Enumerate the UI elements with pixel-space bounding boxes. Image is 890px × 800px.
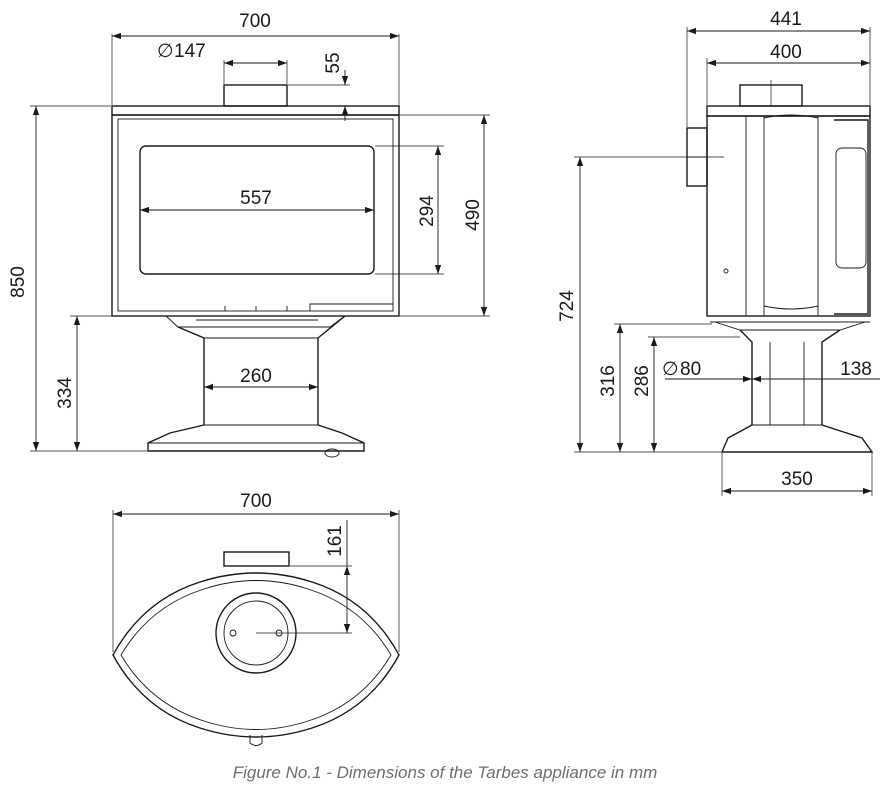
base-depth-label: 350 — [781, 469, 813, 490]
air-inlet-diameter-dimension: ∅ 80 — [662, 358, 752, 383]
flue-diameter-label: 147 — [174, 41, 206, 62]
air-inlet-offset-label: 138 — [840, 359, 872, 380]
flue-height-dimension: 55 — [288, 52, 400, 121]
pedestal-height-dimension: 334 — [55, 315, 165, 451]
outlet-height-inner-label: 286 — [632, 365, 653, 397]
side-overall-depth-label: 441 — [770, 9, 802, 30]
front-width-label: 700 — [239, 11, 271, 32]
side-view: 441 400 724 316 286 — [557, 9, 880, 496]
flue-center-height-dimension: 724 — [557, 156, 724, 453]
front-width-dimension: 700 — [111, 11, 400, 105]
glass-height-dimension: 294 — [375, 145, 444, 275]
air-inlet-diameter-symbol: ∅ — [662, 358, 679, 380]
front-view: 700 ∅ 147 55 850 334 — [8, 11, 490, 458]
pedestal-height-label: 334 — [55, 377, 76, 409]
side-view-outline — [686, 84, 874, 453]
total-height-dimension: 850 — [8, 105, 147, 452]
total-height-label: 850 — [8, 266, 29, 298]
outlet-height-outer-dimension: 316 — [598, 323, 712, 452]
figure-caption: Figure No.1 - Dimensions of the Tarbes a… — [232, 763, 658, 782]
top-width-dimension: 700 — [112, 491, 400, 652]
flue-center-height-label: 724 — [557, 290, 578, 322]
outlet-height-inner-dimension: 286 — [632, 336, 740, 452]
glass-height-label: 294 — [417, 195, 438, 227]
body-height-dimension: 490 — [400, 114, 490, 317]
top-view: 700 161 — [112, 491, 400, 746]
side-body-depth-dimension: 400 — [706, 42, 870, 105]
top-view-outline — [112, 551, 400, 746]
pedestal-width-label: 260 — [240, 366, 272, 387]
air-inlet-diameter-label: 80 — [680, 359, 701, 380]
flue-offset-dimension: 161 — [256, 520, 352, 634]
side-overall-depth-dimension: 441 — [686, 9, 871, 127]
glass-width-dimension: 557 — [140, 188, 374, 214]
air-inlet-offset-dimension: 138 — [752, 359, 880, 383]
front-view-outline — [111, 84, 400, 458]
flue-diameter-dimension: ∅ 147 — [157, 40, 288, 84]
body-height-label: 490 — [463, 199, 484, 231]
glass-width-label: 557 — [240, 188, 272, 209]
outlet-height-outer-label: 316 — [598, 365, 619, 397]
flue-offset-label: 161 — [325, 525, 346, 557]
pedestal-width-dimension: 260 — [204, 366, 318, 391]
top-width-label: 700 — [240, 491, 272, 512]
flue-diameter-symbol: ∅ — [157, 40, 174, 62]
flue-height-label: 55 — [323, 52, 344, 73]
base-depth-dimension: 350 — [721, 453, 873, 496]
side-body-depth-label: 400 — [770, 42, 802, 63]
